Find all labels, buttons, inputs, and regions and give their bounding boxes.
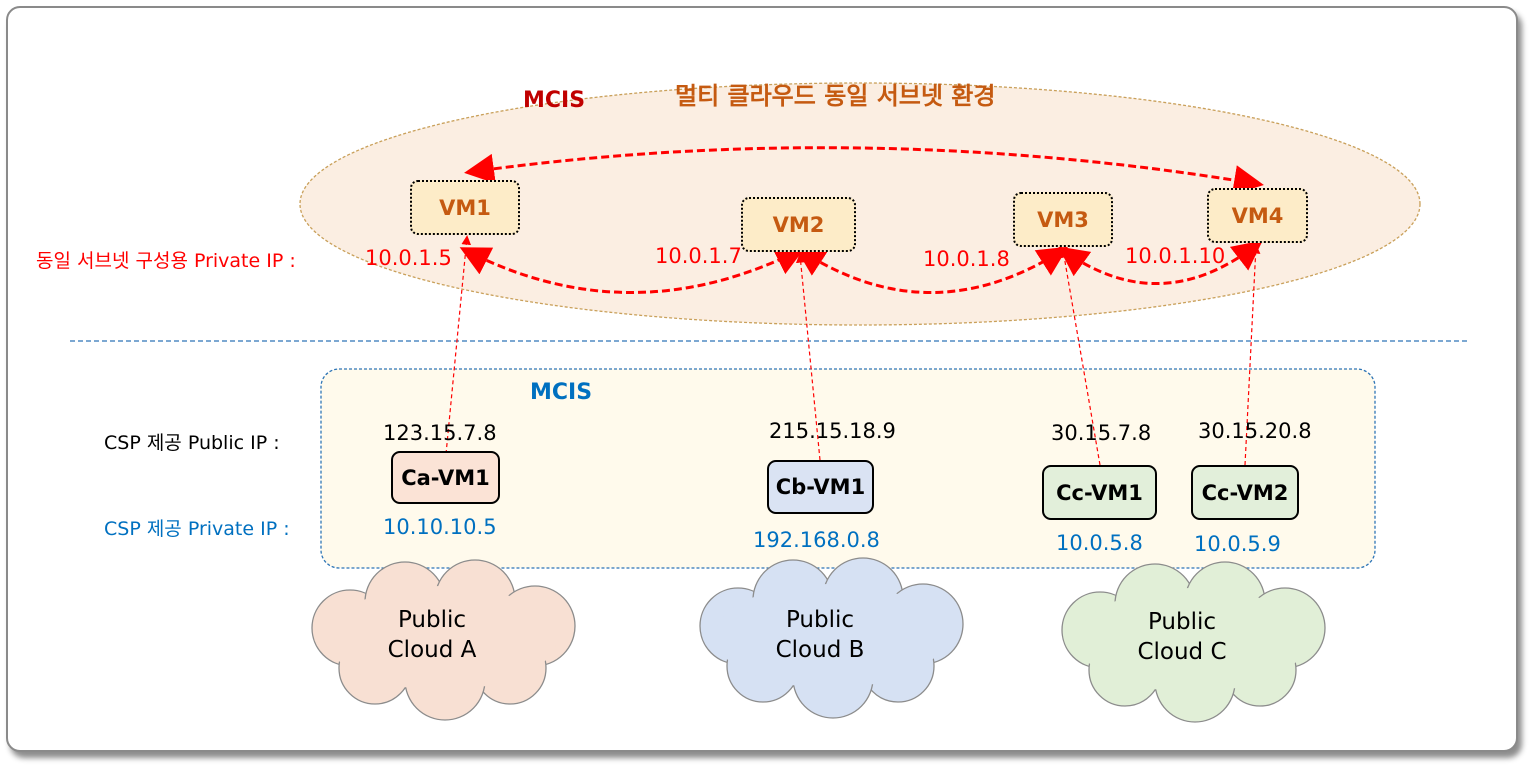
private-ip-cc-vm1: 10.0.5.8 <box>1056 531 1143 555</box>
cloud-a-line1: Public <box>397 607 467 633</box>
cloud-b-line1: Public <box>785 607 855 633</box>
subnet-ip-vm2: 10.0.1.7 <box>655 244 742 268</box>
cloud-c-label: Public Cloud C <box>1102 607 1262 667</box>
public-ip-cc-vm2: 30.15.20.8 <box>1198 419 1312 443</box>
public-ip-cb-vm1: 215.15.18.9 <box>769 419 896 443</box>
same-subnet-private-ip-label: 동일 서브넷 구성용 Private IP : <box>36 250 296 272</box>
map-line-cc-vm2 <box>1244 244 1261 466</box>
public-cloud-c <box>1061 561 1326 723</box>
public-cloud-a <box>311 559 576 721</box>
cloud-b-line2: Cloud B <box>775 637 865 663</box>
subnet-ip-vm3: 10.0.1.8 <box>923 247 1010 271</box>
arc-vm1-vm2 <box>459 247 806 294</box>
map-line-cc-vm1 <box>1059 248 1101 466</box>
cloud-a-line2: Cloud A <box>387 637 477 663</box>
subnet-vm3: VM3 <box>1013 192 1113 247</box>
subnet-ip-vm1: 10.0.1.5 <box>365 246 452 270</box>
arc-vm3-vm4 <box>1058 240 1263 285</box>
cloud-b-label: Public Cloud B <box>740 605 900 665</box>
public-ip-ca-vm1: 123.15.7.8 <box>383 421 497 445</box>
csp-public-ip-label: CSP 제공 Public IP : <box>104 432 280 454</box>
subnet-ip-vm4: 10.0.1.10 <box>1125 244 1226 268</box>
arc-vm2-vm3 <box>794 246 1069 294</box>
private-ip-cb-vm1: 192.168.0.8 <box>753 528 880 552</box>
bottom-mcis-label: MCIS <box>530 380 593 405</box>
private-ip-cc-vm2: 10.0.5.9 <box>1194 532 1281 556</box>
csp-private-ip-label: CSP 제공 Private IP : <box>104 518 290 540</box>
cloud-c-line1: Public <box>1147 609 1217 635</box>
subnet-vm2: VM2 <box>741 197 856 252</box>
cloud-c-line2: Cloud C <box>1137 639 1227 665</box>
diagram-title: 멀티 클라우드 동일 서브넷 환경 <box>675 82 996 110</box>
private-ip-ca-vm1: 10.10.10.5 <box>383 515 497 539</box>
cloud-a-label: Public Cloud A <box>352 605 512 665</box>
map-line-cb-vm1 <box>795 253 821 461</box>
csp-vm-cc-vm2: Cc-VM2 <box>1191 465 1299 520</box>
public-ip-cc-vm1: 30.15.7.8 <box>1051 421 1152 445</box>
map-line-ca-vm1 <box>445 235 472 455</box>
arc-vm1-vm4 <box>464 146 1264 195</box>
subnet-vm1: VM1 <box>410 180 520 235</box>
csp-vm-cc-vm1: Cc-VM1 <box>1042 465 1157 520</box>
subnet-vm4: VM4 <box>1207 188 1308 243</box>
public-cloud-b <box>699 557 964 719</box>
csp-vm-ca-vm1: Ca-VM1 <box>391 451 500 504</box>
csp-vm-cb-vm1: Cb-VM1 <box>767 460 874 514</box>
top-mcis-label: MCIS <box>523 88 586 113</box>
